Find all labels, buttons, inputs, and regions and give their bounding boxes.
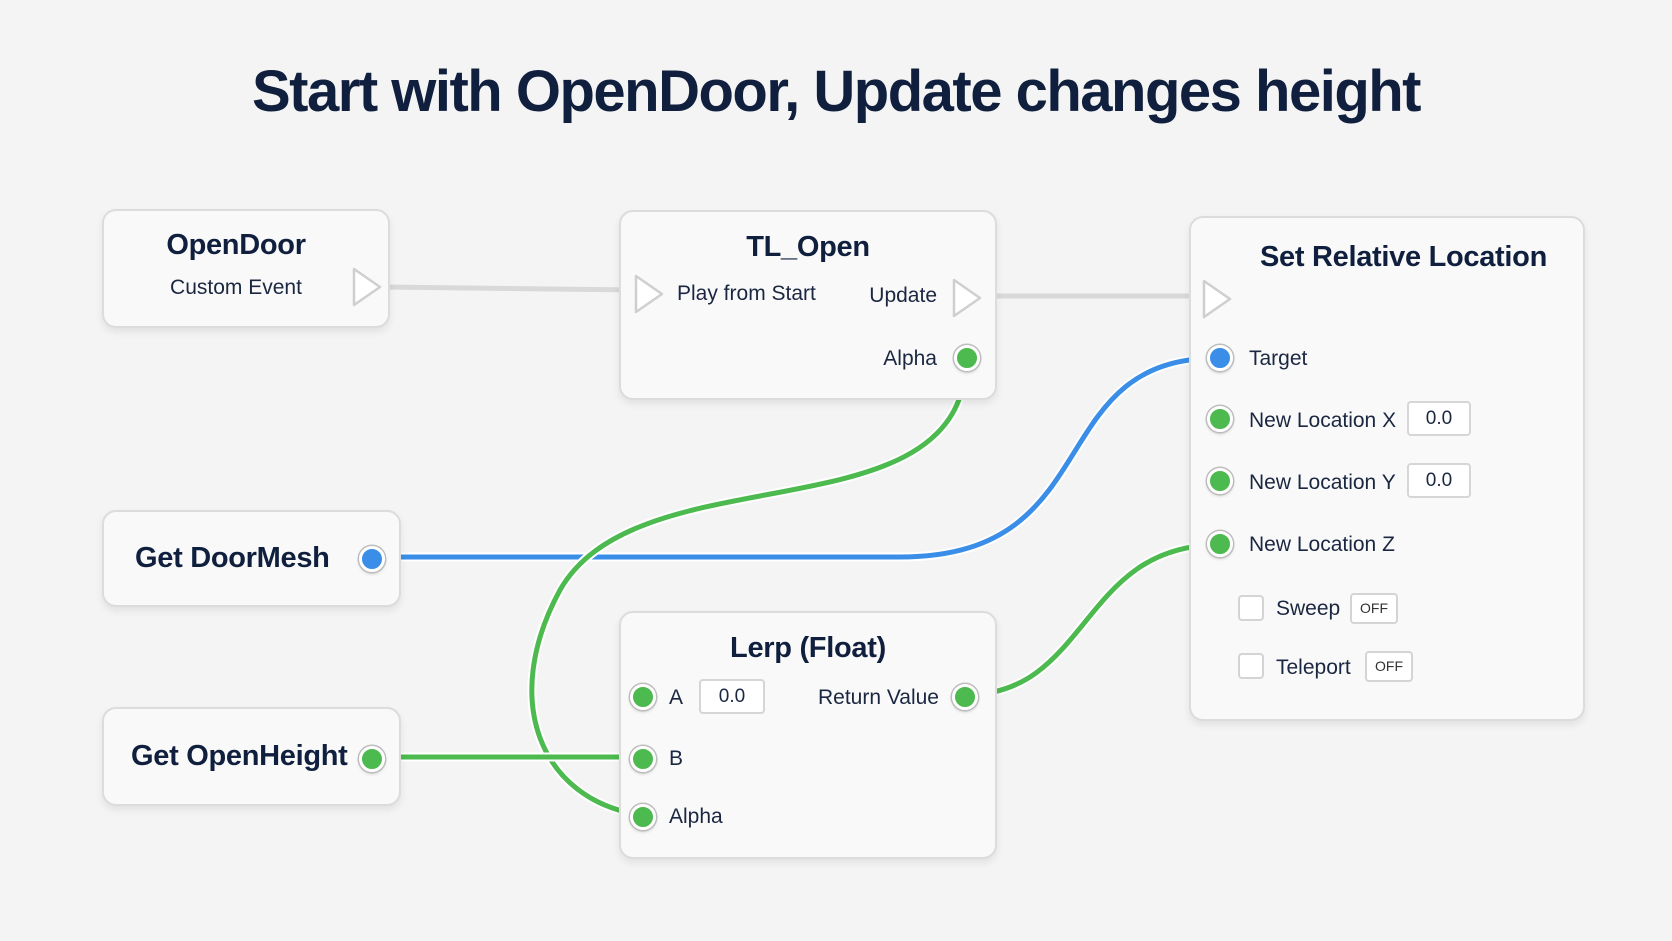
node-set-relative-location-title: Set Relative Location: [1260, 241, 1547, 273]
pin-label-new-location-z: New Location Z: [1249, 533, 1395, 556]
node-get-open-height[interactable]: Get OpenHeight: [102, 707, 401, 806]
node-open-door-title: OpenDoor: [166, 229, 306, 261]
node-get-open-height-title: Get OpenHeight: [131, 740, 348, 772]
pin-label-new-location-y: New Location Y: [1249, 471, 1396, 494]
sweep-checkbox[interactable]: [1238, 595, 1264, 621]
wire-return-to-z: [964, 542, 1219, 698]
pin-new-location-z-in[interactable]: [1207, 531, 1233, 557]
node-get-door-mesh-title: Get DoorMesh: [135, 542, 330, 574]
pin-label-return-value: Return Value: [817, 686, 939, 709]
wire-doormesh-to-target-stroke: [372, 355, 1219, 560]
pin-return-value-out[interactable]: [952, 684, 978, 710]
sweep-label: Sweep: [1276, 597, 1341, 620]
pin-label-new-location-x: New Location X: [1249, 409, 1397, 432]
new-location-x-field[interactable]: 0.0: [1407, 401, 1471, 436]
node-open-door-subtitle: Custom Event: [170, 276, 302, 299]
pin-new-location-x-in[interactable]: [1207, 406, 1233, 432]
teleport-label: Teleport: [1276, 656, 1351, 679]
exec-in-pin-icon[interactable]: [633, 273, 667, 315]
pin-label-a: A: [669, 686, 684, 709]
pin-door-mesh-out[interactable]: [359, 546, 385, 572]
exec-out-pin-icon[interactable]: [351, 266, 385, 308]
exec-wire-opendoor-to-play: [384, 284, 641, 293]
pin-b-in[interactable]: [630, 746, 656, 772]
new-location-y-field[interactable]: 0.0: [1407, 463, 1471, 498]
pin-new-location-y-in[interactable]: [1207, 468, 1233, 494]
teleport-toggle[interactable]: OFF: [1365, 651, 1413, 682]
exec-out-pin-icon[interactable]: [951, 277, 985, 319]
a-value-field[interactable]: 0.0: [699, 679, 765, 714]
pin-label-lerp-alpha: Alpha: [669, 805, 723, 828]
pin-label-target: Target: [1249, 347, 1308, 370]
pin-alpha-in[interactable]: [630, 804, 656, 830]
exec-in-pin-icon[interactable]: [1201, 278, 1235, 320]
sweep-toggle[interactable]: OFF: [1350, 593, 1398, 624]
node-open-door[interactable]: OpenDoor Custom Event: [102, 209, 390, 328]
page-title: Start with OpenDoor, Update changes heig…: [252, 59, 1422, 124]
node-tl-open[interactable]: TL_Open Play from Start Update Alpha: [619, 210, 997, 400]
pin-label-update: Update: [869, 284, 937, 307]
pin-alpha-out[interactable]: [954, 345, 980, 371]
wire-return-to-z-outline: [964, 540, 1219, 700]
node-lerp-title: Lerp (Float): [730, 632, 886, 664]
node-lerp-float[interactable]: Lerp (Float) A 0.0 Return Value B Alpha: [619, 611, 997, 859]
node-tl-open-title: TL_Open: [746, 231, 870, 263]
pin-target-in[interactable]: [1207, 345, 1233, 371]
pin-label-alpha: Alpha: [883, 347, 937, 370]
pin-open-height-out[interactable]: [359, 746, 385, 772]
pin-a-in[interactable]: [630, 684, 656, 710]
pin-label-play-from-start: Play from Start: [677, 282, 816, 305]
pin-label-b: B: [669, 747, 684, 770]
node-get-door-mesh[interactable]: Get DoorMesh: [102, 510, 401, 607]
wire-tl-alpha-to-lerp-alpha: [529, 357, 969, 818]
node-set-relative-location[interactable]: Set Relative Location Target New Locatio…: [1189, 216, 1585, 721]
teleport-checkbox[interactable]: [1238, 653, 1264, 679]
